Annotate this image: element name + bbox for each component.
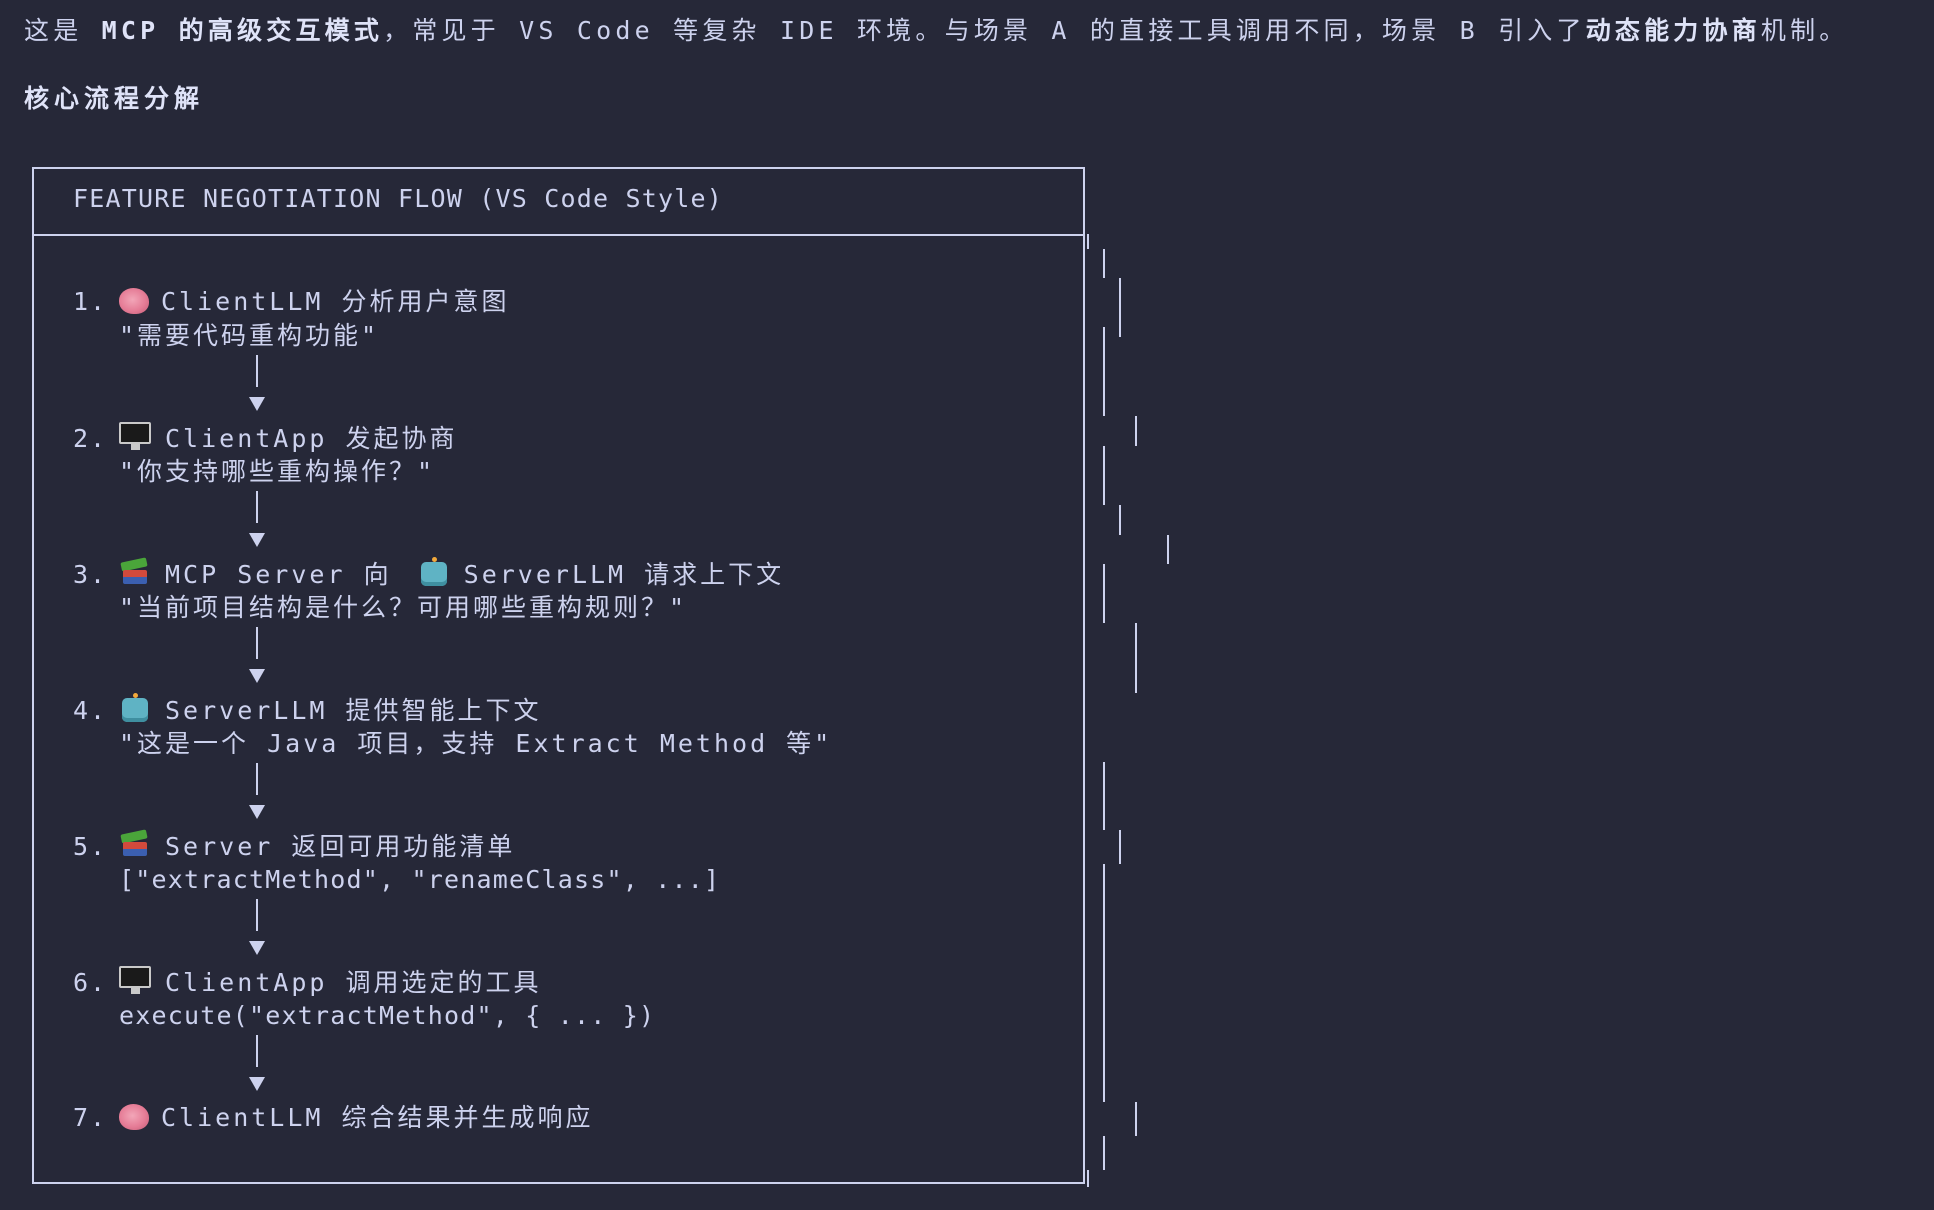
step-detail: "当前项目结构是什么？可用哪些重构规则？" — [119, 593, 688, 622]
down-arrow-connector — [249, 761, 276, 829]
brain-icon — [119, 288, 149, 314]
step-detail: "这是一个 Java 项目，支持 Extract Method 等" — [119, 729, 833, 758]
intro-emphasis: 动态能力协商 — [1585, 16, 1761, 45]
section-heading: 核心流程分解 — [24, 84, 205, 113]
step-number: 1. — [73, 287, 108, 316]
arrow-down-icon — [249, 669, 265, 683]
books-icon — [119, 829, 153, 859]
step-title-suffix: ServerLLM 请求上下文 — [463, 560, 785, 589]
flow-diagram-box: FEATURE NEGOTIATION FLOW (VS Code Style)… — [32, 167, 1085, 1184]
intro-text: 这是 — [24, 16, 102, 45]
intro-text: ，常见于 VS Code 等复杂 IDE 环境。与场景 A 的直接工具调用不同，… — [383, 16, 1586, 45]
intro-text: 机制。 — [1760, 16, 1849, 45]
step-title: ClientApp 发起协商 — [165, 424, 458, 453]
flow-step: 7. ClientLLM 综合结果并生成响应 — [73, 1101, 832, 1210]
step-detail: ["extractMethod", "renameClass", ...] — [119, 865, 721, 894]
down-arrow-connector — [249, 353, 276, 421]
brain-icon — [119, 1104, 149, 1130]
step-detail: "你支持哪些重构操作？" — [119, 457, 436, 486]
robot-icon — [119, 693, 153, 723]
desktop-computer-icon — [119, 965, 153, 995]
intro-emphasis: MCP 的高级交互模式 — [101, 16, 384, 45]
down-arrow-connector — [249, 1033, 276, 1101]
arrow-down-icon — [249, 1077, 265, 1091]
step-title: ClientApp 调用选定的工具 — [165, 968, 542, 997]
step-number: 5. — [73, 832, 108, 861]
arrow-down-icon — [249, 533, 265, 547]
step-detail: "需要代码重构功能" — [119, 321, 380, 350]
flow-step: 2. ClientApp 发起协商 "你支持哪些重构操作？" — [73, 421, 832, 557]
flow-step: 6. ClientApp 调用选定的工具 execute("extractMeth… — [73, 965, 832, 1101]
flow-step: 1. ClientLLM 分析用户意图 "需要代码重构功能" — [73, 285, 832, 421]
down-arrow-connector — [249, 625, 276, 693]
step-number: 2. — [73, 424, 108, 453]
flow-step: 5. Server 返回可用功能清单 ["extractMethod", "ren… — [73, 829, 832, 965]
down-arrow-connector — [249, 489, 276, 557]
diagram-title: FEATURE NEGOTIATION FLOW (VS Code Style) — [73, 184, 724, 213]
step-number: 7. — [73, 1103, 108, 1132]
flow-step: 4. ServerLLM 提供智能上下文 "这是一个 Java 项目，支持 Ext… — [73, 693, 832, 829]
intro-paragraph: 这是 MCP 的高级交互模式，常见于 VS Code 等复杂 IDE 环境。与场… — [24, 14, 1849, 48]
step-number: 4. — [73, 696, 108, 725]
arrow-down-icon — [249, 805, 265, 819]
step-title: ClientLLM 分析用户意图 — [161, 287, 510, 316]
step-title: ClientLLM 综合结果并生成响应 — [161, 1103, 594, 1132]
flow-steps: 1. ClientLLM 分析用户意图 "需要代码重构功能" 2. ClientAp… — [73, 285, 832, 1210]
step-detail: execute("extractMethod", { ... }) — [119, 1001, 656, 1030]
flow-step: 3. MCP Server 向 ServerLLM 请求上下文 "当前项目结构是什… — [73, 557, 832, 693]
arrow-down-icon — [249, 397, 265, 411]
step-number: 3. — [73, 560, 108, 589]
down-arrow-connector — [249, 897, 276, 965]
desktop-computer-icon — [119, 421, 153, 451]
step-title: MCP Server 向 — [165, 560, 392, 589]
arrow-down-icon — [249, 941, 265, 955]
step-number: 6. — [73, 968, 108, 997]
robot-icon — [418, 557, 452, 587]
step-title: Server 返回可用功能清单 — [165, 832, 516, 861]
books-icon — [119, 557, 153, 587]
diagram-header: FEATURE NEGOTIATION FLOW (VS Code Style) — [34, 169, 1083, 236]
step-title: ServerLLM 提供智能上下文 — [165, 696, 542, 725]
